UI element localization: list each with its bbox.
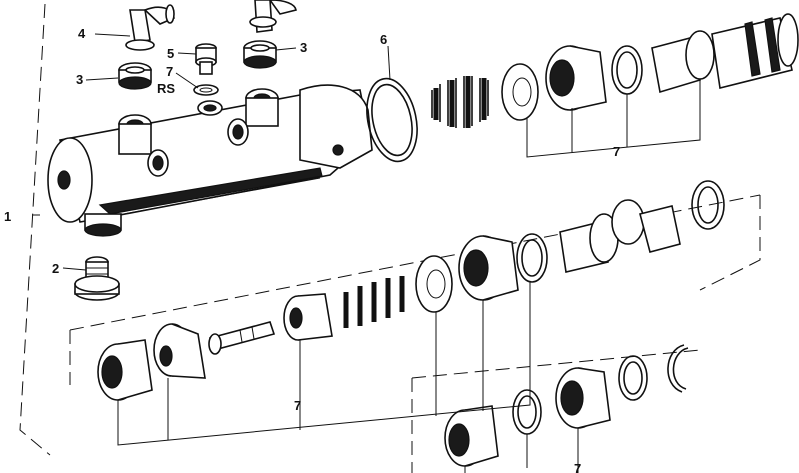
- middle-washer: [516, 233, 548, 283]
- middle-pin: [208, 321, 276, 355]
- frame-dashed-outline: [19, 3, 51, 456]
- middle-dashed-box: [69, 194, 761, 385]
- callout-7-lower: 7: [574, 461, 581, 473]
- callout-7-middle: 7: [294, 398, 301, 413]
- elbow-fitting-4: [125, 4, 175, 51]
- callout-4: 4: [78, 26, 86, 41]
- leader-lines: [62, 33, 701, 473]
- lower-cup-seal: [555, 367, 611, 429]
- callout-3-right: 3: [300, 40, 307, 55]
- lower-washer-right: [618, 355, 648, 401]
- middle-guide: [283, 293, 333, 341]
- lower-dashed-box: [411, 349, 701, 473]
- callout-7-upper: 7: [613, 144, 620, 159]
- upper-piston: [651, 13, 799, 94]
- upper-retainer: [501, 63, 539, 121]
- middle-retainer: [415, 255, 453, 313]
- lower-cup-left: [444, 405, 499, 467]
- middle-cup-right: [153, 323, 206, 379]
- plug-5: [195, 43, 217, 75]
- middle-cup-seal: [458, 235, 519, 301]
- callout-2: 2: [52, 261, 59, 276]
- upper-washer: [611, 45, 643, 95]
- callout-1: 1: [4, 209, 11, 224]
- callout-7-small: 7: [166, 64, 173, 79]
- callout-3-left: 3: [76, 72, 83, 87]
- label-rs: RS: [157, 81, 175, 96]
- middle-cup-left: [97, 339, 153, 401]
- grommet-3-right: [243, 40, 277, 69]
- lower-circlip: [667, 344, 689, 393]
- cylinder-body: [47, 84, 373, 237]
- callout-6: 6: [380, 32, 387, 47]
- grommet-3-left: [118, 62, 152, 90]
- lower-washer-left: [512, 389, 542, 435]
- middle-piston: [559, 199, 681, 273]
- upper-spring: [431, 76, 489, 128]
- elbow-fitting-right: [249, 0, 297, 33]
- upper-cup-seal: [545, 45, 607, 111]
- callout-5: 5: [167, 46, 174, 61]
- o-ring-6: [366, 77, 418, 163]
- middle-spring: [343, 276, 405, 328]
- plug-2: [74, 256, 120, 301]
- middle-ring-right: [691, 180, 725, 230]
- washer-rs: [193, 84, 219, 96]
